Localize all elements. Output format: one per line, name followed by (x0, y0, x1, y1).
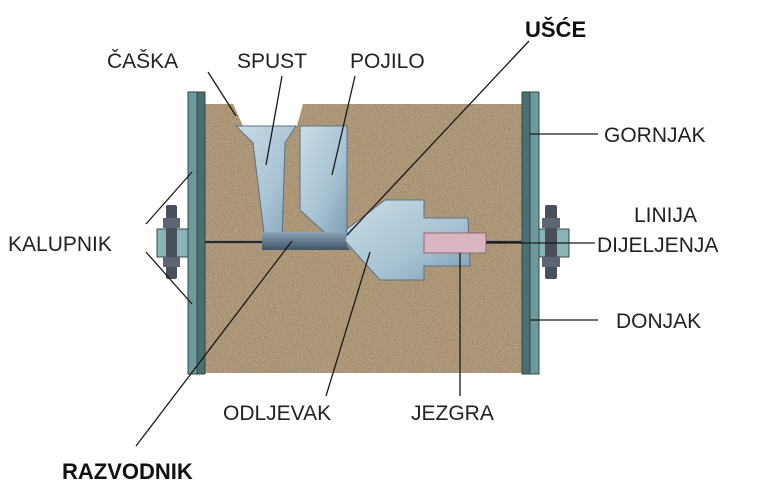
leader-lines (135, 40, 598, 447)
runner (262, 232, 350, 250)
bolt-nut-left-bottom (163, 257, 180, 267)
label-linija-line1: LINIJA (634, 204, 697, 227)
bolt-nut-left-top (163, 218, 180, 228)
label-pojilo: POJILO (350, 50, 425, 73)
bolt-right (545, 205, 557, 279)
leader-kalupnik-top (145, 171, 193, 225)
leader-spust (265, 75, 283, 166)
leader-casha (207, 71, 237, 117)
leader-usce (346, 40, 530, 236)
bolt-nut-right-bottom (542, 257, 560, 267)
flask-wall-left-outer (187, 91, 198, 375)
metal-cavity (234, 125, 487, 281)
leader-pojilo (331, 75, 356, 176)
label-odljevak: ODLJEVAK (223, 402, 331, 425)
bolt-left (166, 205, 177, 279)
leader-kalupnik-bottom (145, 251, 193, 305)
label-usce: UŠĆE (525, 17, 586, 42)
labels: ČAŠKA SPUST POJILO UŠĆE GORNJAK LINIJA D… (8, 17, 718, 484)
label-razvodnik: RAZVODNIK (62, 459, 193, 484)
flask-wall-right-inner (521, 91, 531, 375)
label-linija-line2: DIJELJENJA (597, 234, 718, 257)
label-spust: SPUST (237, 50, 307, 73)
casting-body (344, 199, 471, 281)
label-casha: ČAŠKA (107, 50, 178, 73)
leader-odljevak (325, 251, 371, 397)
core (423, 232, 487, 254)
label-kalupnik: KALUPNIK (8, 233, 112, 256)
label-donjak: DONJAK (616, 310, 701, 333)
label-gornjak: GORNJAK (604, 124, 706, 147)
bolt-nut-right-top (542, 218, 560, 228)
label-jezgra: JEZGRA (411, 402, 494, 425)
leader-razvodnik (135, 240, 293, 447)
flask-wall-left-inner (196, 91, 206, 375)
